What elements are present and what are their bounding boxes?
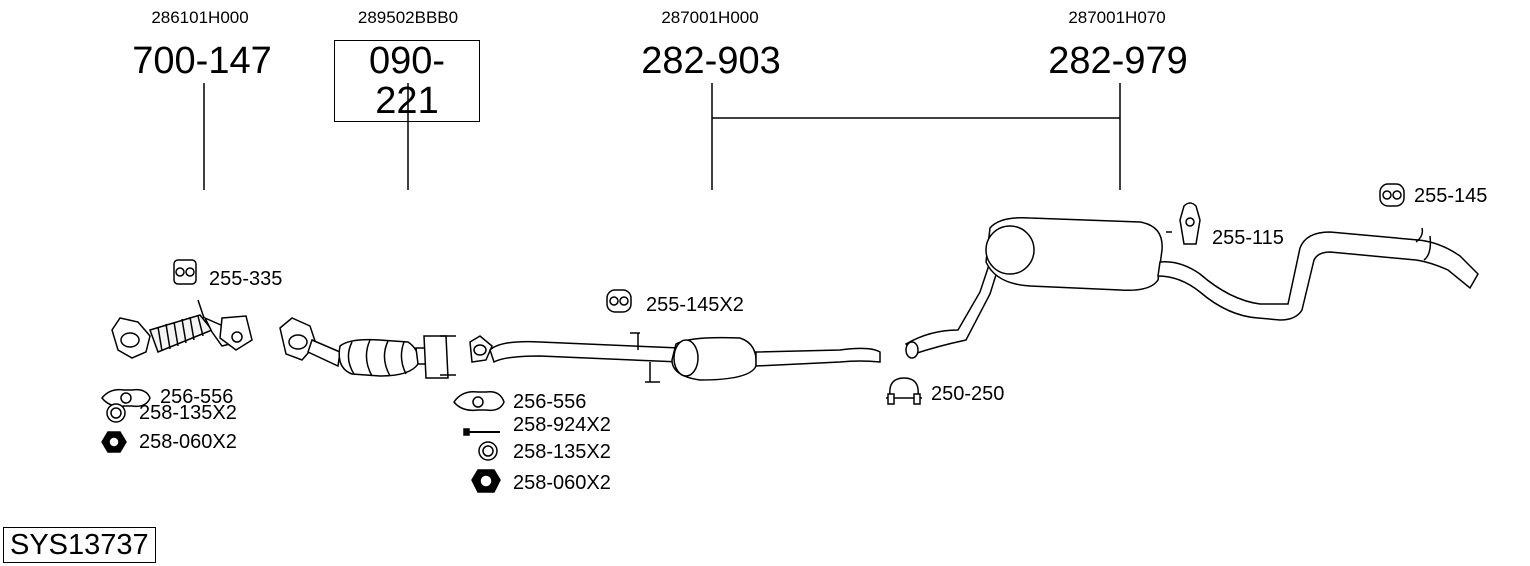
accessory-label-255-145[interactable]: 255-145: [1414, 185, 1488, 207]
washer-icon-1: [106, 403, 126, 423]
rear-silencer-drawing: [904, 216, 1479, 359]
oem-number-3: 287001H000: [661, 8, 759, 27]
part-number-2[interactable]: 090-221: [334, 40, 480, 122]
part-number-4[interactable]: 282-979: [1048, 40, 1188, 82]
accessory-label-256-556-b[interactable]: 256-556: [513, 391, 587, 413]
middle-pipe-drawing: [469, 332, 881, 383]
accessory-label-250-250[interactable]: 250-250: [931, 383, 1005, 405]
bolt-icon: [463, 428, 500, 436]
accessory-label-255-145x2[interactable]: 255-145X2: [646, 294, 744, 316]
washer-icon-2: [478, 441, 498, 461]
system-code-label: SYS13737: [3, 527, 156, 563]
catalytic-converter-drawing: [279, 317, 456, 379]
accessory-label-255-115[interactable]: 255-115: [1212, 227, 1284, 249]
accessory-label-258-924[interactable]: 258-924X2: [513, 414, 611, 436]
accessory-label-255-335[interactable]: 255-335: [209, 268, 283, 290]
accessory-label-256-556-a[interactable]: 256-556: [160, 386, 234, 408]
oem-number-1: 286101H000: [151, 8, 249, 27]
accessory-label-258-135-a[interactable]: 258-135X2: [139, 402, 237, 424]
accessory-label-258-060-b[interactable]: 258-060X2: [513, 472, 611, 494]
part-number-1[interactable]: 700-147: [132, 40, 272, 82]
nut-icon-1: [101, 431, 127, 453]
rubber-hanger-icon-3: [1379, 183, 1405, 207]
part-number-3[interactable]: 282-903: [641, 40, 781, 82]
oem-number-4: 287001H070: [1068, 8, 1166, 27]
oem-number-2: 289502BBB0: [357, 8, 459, 27]
rubber-hanger-icon-2: [606, 289, 632, 313]
accessory-label-258-060-a[interactable]: 258-060X2: [139, 431, 237, 453]
bracket-hanger-icon: [1179, 202, 1201, 245]
clamp-icon: [886, 377, 922, 405]
gasket-icon-2: [453, 390, 505, 412]
front-pipe-drawing: [111, 299, 253, 359]
rubber-hanger-icon-1: [173, 259, 197, 285]
accessory-label-258-135-b[interactable]: 258-135X2: [513, 441, 611, 463]
nut-icon-2: [471, 469, 501, 493]
